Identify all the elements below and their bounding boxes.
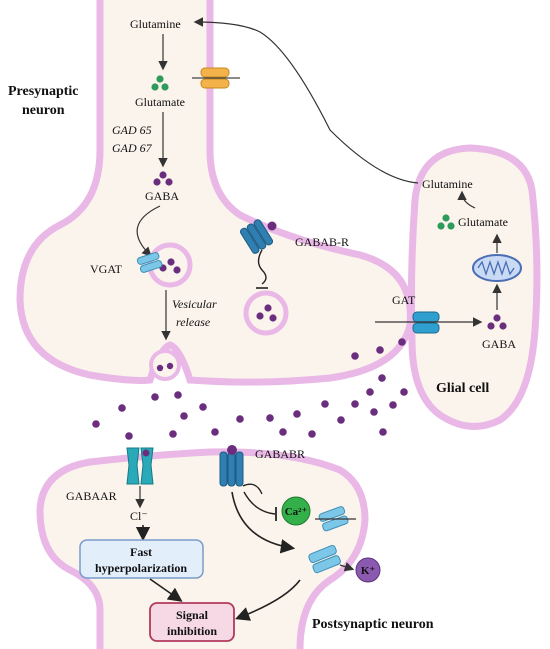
glutamate-dots-pre (151, 75, 169, 91)
gat-label: GAT (392, 293, 416, 307)
vesicle-lower (243, 290, 289, 336)
vesicular-label-line2: release (176, 315, 211, 329)
glial-glutamate-to-glutamine-arrow (457, 190, 476, 209)
fast-line2: hyperpolarization (95, 561, 187, 575)
vgat-label: VGAT (90, 262, 123, 276)
signal-line1: Signal (176, 608, 209, 622)
fast-line1: Fast (130, 545, 152, 559)
glutamine-top-label: Glutamine (130, 17, 181, 31)
glutamine-glial-label: Glutamine (422, 177, 473, 191)
signal-inhibition-box (149, 602, 235, 642)
presynaptic-neuron (16, 0, 414, 386)
glutamine-transporter-icon (192, 67, 240, 89)
gaba-dots-pre (153, 171, 173, 186)
gabaa-receptor-icon (126, 447, 154, 485)
vgat-transporter-icon (136, 252, 163, 273)
presynaptic-title-line1: Presynaptic (8, 84, 79, 99)
gat-transporter-icon (412, 311, 440, 334)
presynaptic-membrane (16, 0, 414, 386)
potassium-icon (355, 557, 381, 583)
chloride-label: Cl⁻ (130, 509, 148, 523)
gabab-to-k-arrow (231, 491, 296, 554)
presynaptic-title-line2: neuron (22, 103, 65, 118)
gaba-dots-glial (487, 314, 507, 330)
gad65-label: GAD 65 (112, 123, 152, 137)
postsynaptic-title: Postsynaptic neuron (312, 617, 434, 632)
gabaar-label: GABAAR (66, 489, 117, 503)
fast-hyperpolarization-box (79, 539, 204, 579)
gabab-to-ca-inhibit (243, 491, 276, 515)
glutamate-dots-glial (437, 214, 455, 230)
signal-line2: inhibition (167, 624, 217, 638)
gabab-receptor-icon (239, 219, 277, 289)
calcium-icon (281, 496, 311, 526)
gabab-r-pre-label: GABAB-R (295, 235, 349, 249)
synaptic-gaba-dots (92, 338, 408, 440)
vesicular-label-line1: Vesicular (172, 297, 217, 311)
k-efflux-arrow (339, 562, 355, 572)
gaba-to-vgat-arrow (136, 205, 161, 257)
gad67-label: GAD 67 (112, 141, 153, 155)
potassium-channel-icon (308, 544, 341, 574)
calcium-channel-icon (315, 506, 356, 532)
gabab-receptor-post-icon (219, 445, 263, 495)
glial-title: Glial cell (436, 381, 489, 396)
fast-to-signal-arrow (149, 578, 183, 602)
glutamine-recycle-arrow (193, 17, 419, 184)
glutamate-pre-label: Glutamate (135, 95, 185, 109)
gabab-r-post-label: GABABR (255, 447, 305, 461)
potassium-label: K⁺ (361, 565, 376, 577)
calcium-label: Ca²⁺ (285, 506, 308, 518)
mitochondrion-icon (472, 254, 522, 282)
gaba-glial-label: GABA (482, 337, 516, 351)
release-vesicle (149, 349, 181, 381)
k-to-signal-arrow (235, 579, 301, 621)
gaba-pre-label: GABA (145, 189, 179, 203)
glutamate-glial-label: Glutamate (458, 215, 508, 229)
